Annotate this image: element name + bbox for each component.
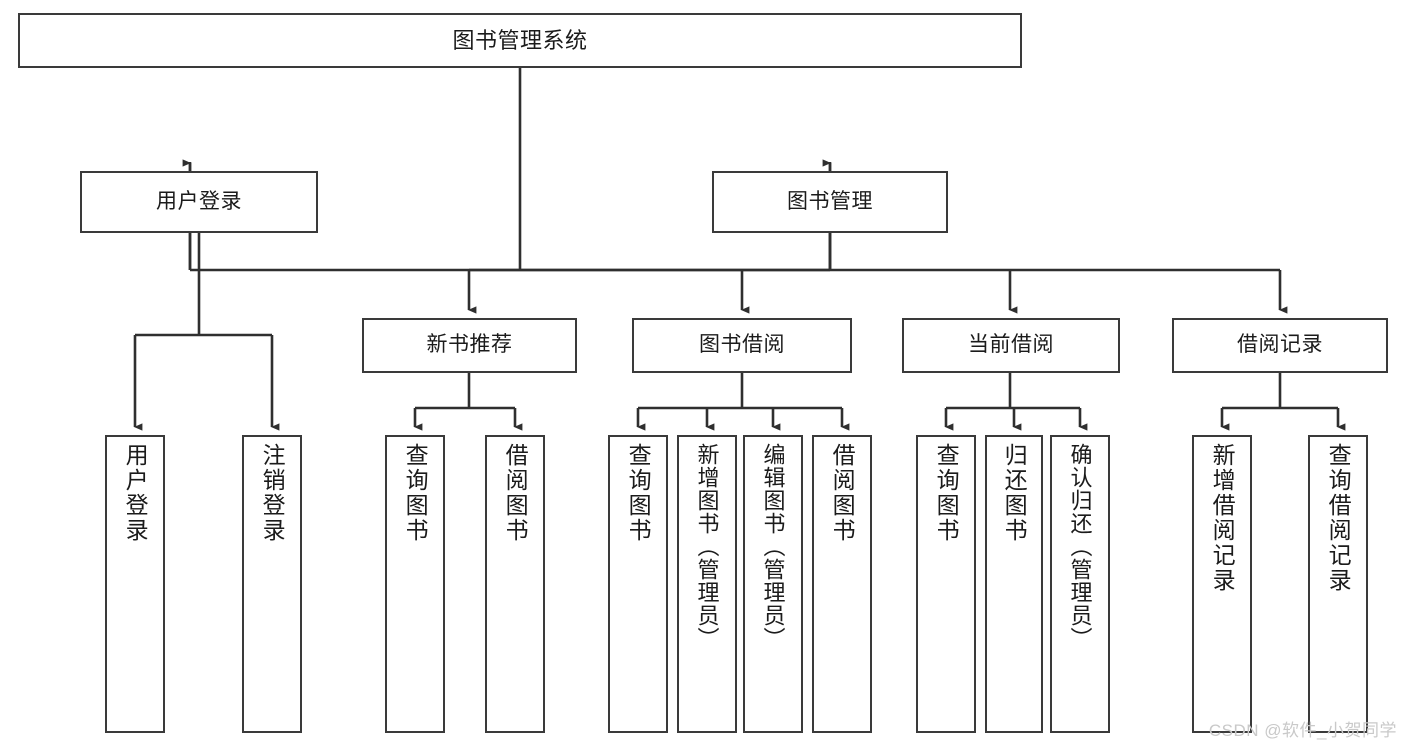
- node-leaf-query-borrow-record[interactable]: 查询借阅记录: [1308, 435, 1368, 733]
- node-leaf-confirm-return[interactable]: 确认归还（管理员）: [1050, 435, 1110, 733]
- node-leaf-edit-book-label: 编辑图书（管理员）: [760, 443, 786, 650]
- node-user-login[interactable]: 用户登录: [80, 171, 318, 233]
- node-leaf-query-book-current[interactable]: 查询图书: [916, 435, 976, 733]
- node-leaf-query-borrow-record-label: 查询借阅记录: [1325, 443, 1352, 593]
- node-book-borrow-label: 图书借阅: [699, 333, 785, 357]
- node-borrow-record-label: 借阅记录: [1237, 333, 1323, 357]
- node-leaf-user-login-label: 用户登录: [122, 443, 149, 543]
- node-leaf-borrow-book-recommend-label: 借阅图书: [502, 443, 529, 543]
- node-leaf-query-book-recommend[interactable]: 查询图书: [385, 435, 445, 733]
- csdn-watermark: CSDN @软件_小贺同学: [1208, 721, 1397, 740]
- node-leaf-add-borrow-record[interactable]: 新增借阅记录: [1192, 435, 1252, 733]
- node-root-label: 图书管理系统: [452, 27, 588, 53]
- node-current-borrow[interactable]: 当前借阅: [902, 318, 1120, 373]
- node-leaf-add-book-label: 新增图书（管理员）: [694, 443, 720, 650]
- node-book-management[interactable]: 图书管理: [712, 171, 948, 233]
- node-root[interactable]: 图书管理系统: [18, 13, 1022, 68]
- node-leaf-query-book-current-label: 查询图书: [933, 443, 960, 543]
- node-leaf-add-borrow-record-label: 新增借阅记录: [1209, 443, 1236, 593]
- node-book-management-label: 图书管理: [787, 189, 873, 213]
- node-leaf-borrow-book-label: 借阅图书: [829, 443, 856, 543]
- node-leaf-query-book-borrow-label: 查询图书: [625, 443, 652, 543]
- node-leaf-logout-label: 注销登录: [259, 443, 286, 543]
- node-leaf-borrow-book[interactable]: 借阅图书: [812, 435, 872, 733]
- node-leaf-logout[interactable]: 注销登录: [242, 435, 302, 733]
- node-leaf-user-login[interactable]: 用户登录: [105, 435, 165, 733]
- node-leaf-edit-book[interactable]: 编辑图书（管理员）: [743, 435, 803, 733]
- node-user-login-label: 用户登录: [156, 189, 242, 213]
- node-leaf-add-book[interactable]: 新增图书（管理员）: [677, 435, 737, 733]
- node-borrow-record[interactable]: 借阅记录: [1172, 318, 1388, 373]
- node-new-book-recommend[interactable]: 新书推荐: [362, 318, 577, 373]
- node-leaf-return-book-label: 归还图书: [1001, 443, 1028, 543]
- node-leaf-query-book-recommend-label: 查询图书: [402, 443, 429, 543]
- node-leaf-return-book[interactable]: 归还图书: [985, 435, 1043, 733]
- node-leaf-borrow-book-recommend[interactable]: 借阅图书: [485, 435, 545, 733]
- node-leaf-confirm-return-label: 确认归还（管理员）: [1067, 443, 1093, 650]
- node-new-book-recommend-label: 新书推荐: [426, 333, 513, 357]
- node-book-borrow[interactable]: 图书借阅: [632, 318, 852, 373]
- node-current-borrow-label: 当前借阅: [968, 333, 1054, 357]
- node-leaf-query-book-borrow[interactable]: 查询图书: [608, 435, 668, 733]
